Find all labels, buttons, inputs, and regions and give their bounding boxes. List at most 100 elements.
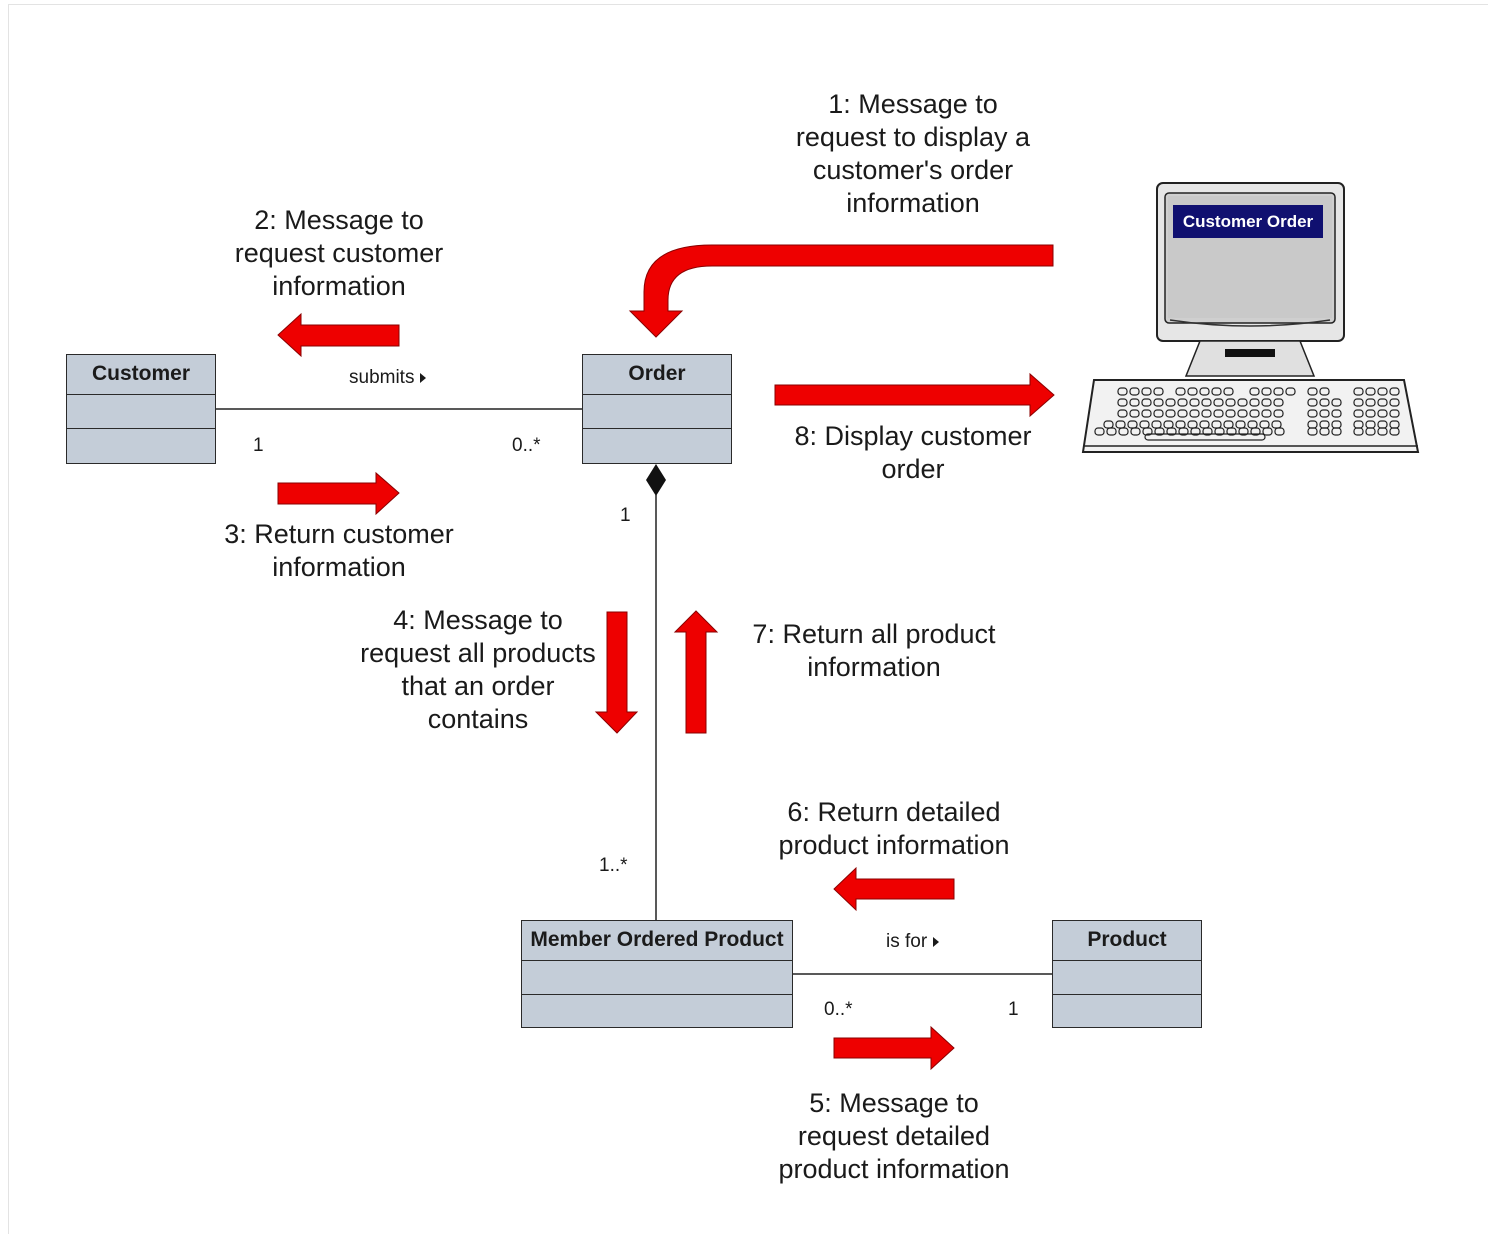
message-5-label: 5: Message to request detailed product i… [778,1088,1010,1184]
keyboard-key [1331,398,1342,407]
keyboard-key [1202,427,1213,436]
multiplicity-member-is-for: 0..* [824,999,853,1020]
keyboard-key [1250,427,1261,436]
keyboard-key [1189,409,1200,418]
keyboard-key [1213,398,1224,407]
keyboard-key [1094,427,1105,436]
class-attributes [583,395,731,429]
keyboard-key [1187,387,1198,396]
class-member-ordered-product: Member Ordered Product [521,920,793,1028]
keyboard-key [1273,387,1284,396]
keyboard-key [1118,427,1129,436]
keyboard-key [1365,427,1376,436]
keyboard-key [1165,398,1176,407]
class-attributes [1053,961,1201,995]
class-member-ordered-product-name: Member Ordered Product [522,921,792,961]
keyboard-key [1319,427,1330,436]
keyboard-key [1153,398,1164,407]
keyboard-key [1377,409,1388,418]
keyboard-key [1141,398,1152,407]
direction-triangle-icon [933,936,940,947]
keyboard-key [1377,427,1388,436]
keyboard-key [1237,398,1248,407]
screen-title-bar: Customer Order [1173,205,1323,238]
arrow-7-return [673,610,719,734]
keyboard-key [1166,427,1177,436]
keyboard-key [1261,398,1272,407]
class-order: Order [582,354,732,464]
keyboard-key [1389,398,1400,407]
keyboard-key [1353,427,1364,436]
keyboard-key [1237,409,1248,418]
arrow-4-message [594,611,639,734]
class-operations [1053,995,1201,1029]
class-product: Product [1052,920,1202,1028]
keyboard-key [1225,398,1236,407]
keyboard-key [1213,409,1224,418]
message-1-label: 1: Message to request to display a custo… [795,89,1031,218]
keyboard-key [1307,387,1318,396]
class-operations [522,995,792,1029]
keyboard-key [1211,387,1222,396]
keyboard-key [1214,427,1225,436]
message-2-label: 2: Message to request customer informati… [234,205,444,301]
keyboard-key [1175,387,1186,396]
keyboard-key [1353,387,1364,396]
keyboard-key [1261,387,1272,396]
multiplicity-member-ordered-product: 1..* [599,855,628,876]
association-is-for: is for [886,931,940,953]
keyboard-key [1141,409,1152,418]
keyboard-key [1129,409,1140,418]
keyboard-key [1377,398,1388,407]
keyboard-key [1130,427,1141,436]
keyboard-key [1142,427,1153,436]
keyboard-key [1153,409,1164,418]
class-operations [67,429,215,463]
association-submits: submits [349,367,427,389]
keyboard-key [1249,409,1260,418]
keyboard-key [1238,427,1249,436]
multiplicity-order-composite: 1 [620,505,631,526]
keyboard-key [1189,398,1200,407]
keyboard-key [1223,387,1234,396]
keyboard-key [1129,387,1140,396]
multiplicity-order: 0..* [512,435,541,456]
message-7-label: 7: Return all product information [752,619,996,682]
keyboard-key [1199,387,1210,396]
keyboard-key [1331,427,1342,436]
keyboard-key [1226,427,1237,436]
keyboard-key [1365,409,1376,418]
keyboard-key [1178,427,1189,436]
keyboard-key [1154,427,1165,436]
keyboard-key [1129,398,1140,407]
arrow-5-message [833,1025,955,1071]
keyboard-key [1285,387,1296,396]
arrow-1-body [628,244,1054,338]
keyboard-key [1365,398,1376,407]
class-attributes [67,395,215,429]
keyboard-key [1353,409,1364,418]
keyboard-key [1365,387,1376,396]
keyboard-key [1273,398,1284,407]
arrow-3-return [277,471,400,516]
keyboard-key [1319,387,1330,396]
keyboard-key [1389,387,1400,396]
keyboard-key [1319,398,1330,407]
keyboard-key [1389,409,1400,418]
keyboard-key [1225,409,1236,418]
message-4-label: 4: Message to request all products that … [360,605,596,734]
keyboard-key [1261,409,1272,418]
keyboard-key [1249,398,1260,407]
keyboard-key [1307,427,1318,436]
keyboard-key [1201,409,1212,418]
keyboard-key [1117,409,1128,418]
multiplicity-customer: 1 [253,435,264,456]
class-order-name: Order [583,355,731,395]
keyboard-key [1165,409,1176,418]
class-customer: Customer [66,354,216,464]
keyboard-key [1117,387,1128,396]
multiplicity-product: 1 [1008,999,1019,1020]
class-customer-name: Customer [67,355,215,395]
keyboard-key [1319,409,1330,418]
class-product-name: Product [1053,921,1201,961]
